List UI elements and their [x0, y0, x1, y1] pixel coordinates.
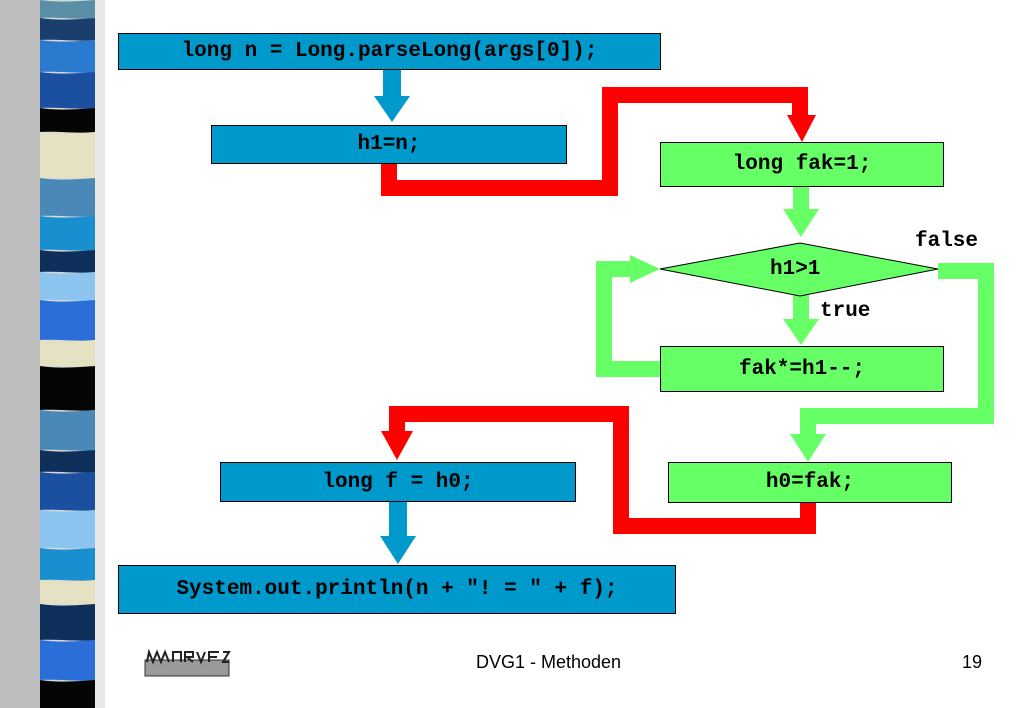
- box-fak-init: long fak=1;: [660, 142, 944, 187]
- true-label: true: [820, 300, 871, 323]
- arrow-loop-back: [596, 255, 660, 377]
- arrow-call-method: [381, 87, 816, 196]
- institute-logo-icon: [144, 648, 231, 677]
- arrow-parse-to-h1: [374, 70, 410, 122]
- condition-diamond: [659, 242, 939, 297]
- arrow-f-to-print: [380, 502, 416, 564]
- condition-label: h1>1: [770, 258, 821, 281]
- page-number: 19: [962, 652, 983, 672]
- box-fak-multiply: fak*=h1--;: [660, 346, 944, 392]
- box-h1-assign: h1=n;: [211, 125, 567, 164]
- box-h0-assign: h0=fak;: [668, 462, 952, 503]
- false-label: false: [915, 230, 979, 253]
- arrow-false-branch: [790, 263, 994, 462]
- box-f-assign: long f = h0;: [220, 462, 576, 502]
- decorative-side-strip: [0, 0, 105, 708]
- arrow-init-to-condition: [783, 187, 819, 237]
- arrow-true-branch: [783, 295, 819, 345]
- box-parse-long: long n = Long.parseLong(args[0]);: [118, 33, 661, 70]
- arrow-return: [381, 406, 816, 534]
- footer-title: DVG1 - Methoden: [476, 652, 622, 672]
- box-print: System.out.println(n + "! = " + f);: [118, 565, 676, 614]
